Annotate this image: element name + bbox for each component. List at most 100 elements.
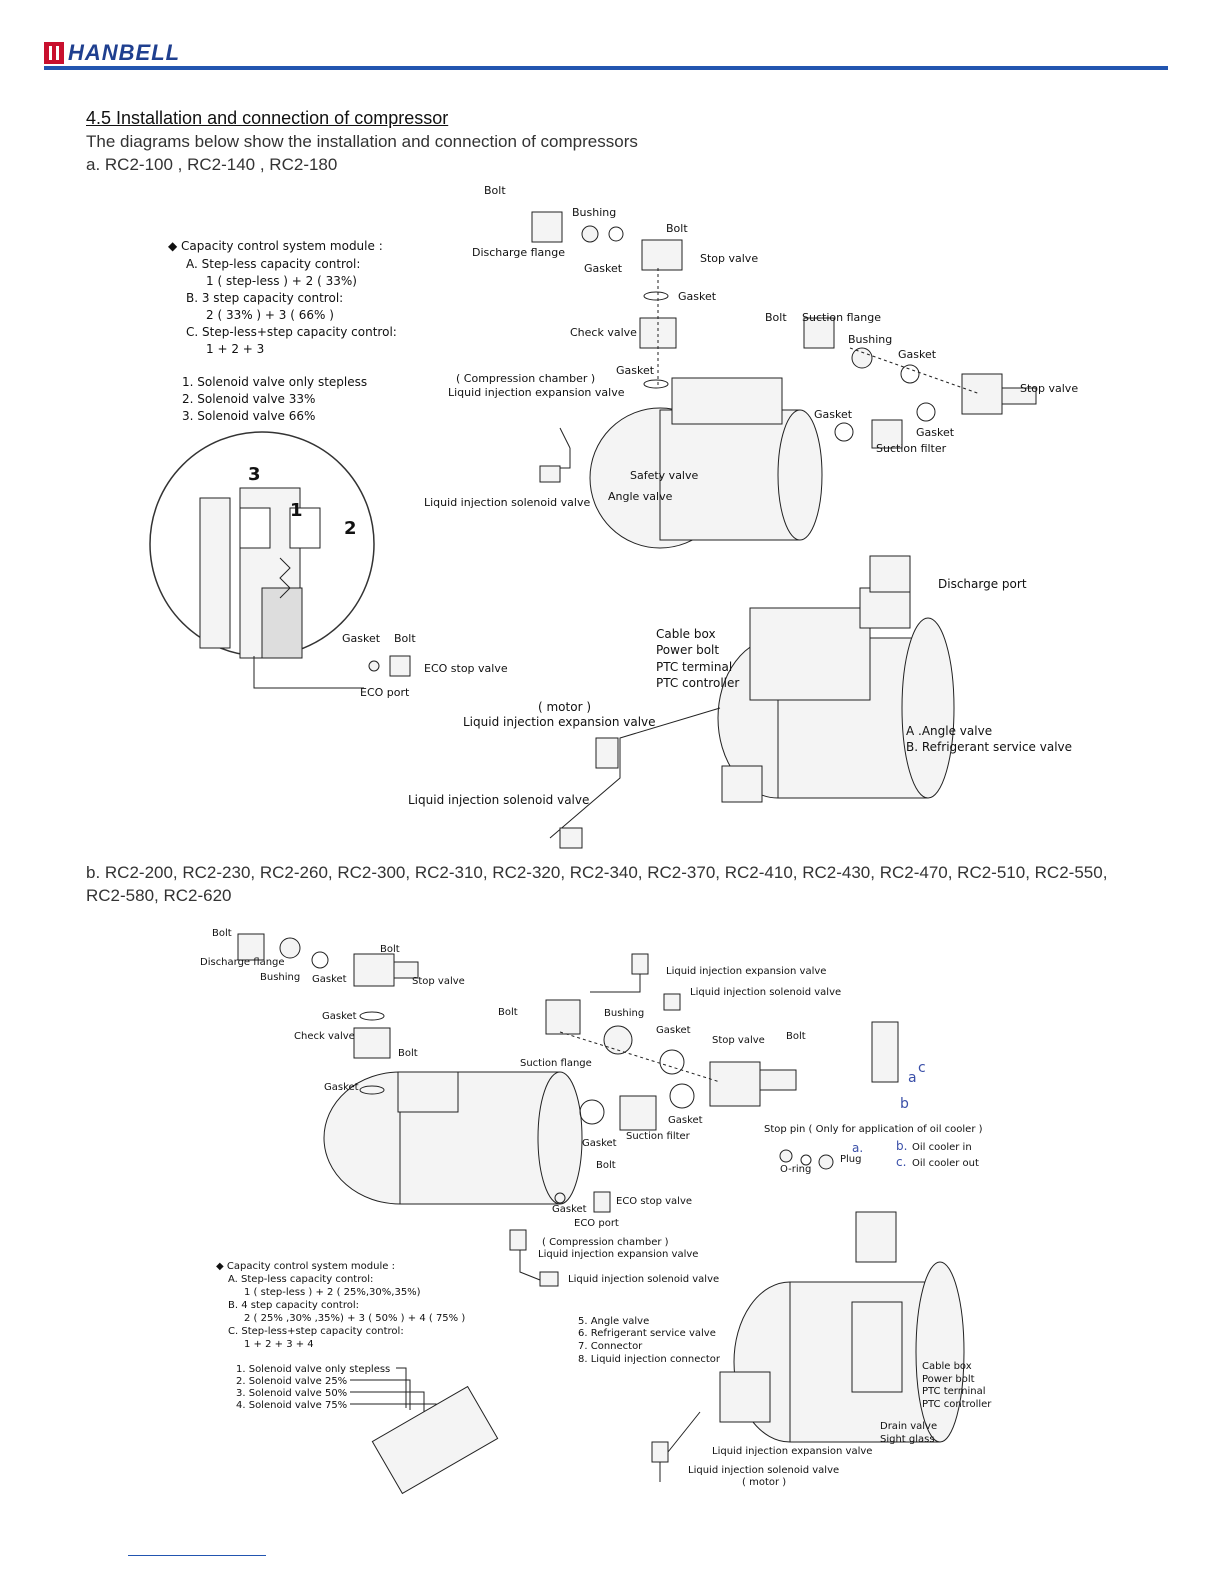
suction-flange-label: Suction flange [802,311,881,324]
logo-mark-icon [44,42,64,64]
lie-valve2-label: Liquid injection expansion valve [538,1249,698,1260]
models-a-heading: a. RC2-100 , RC2-140 , RC2-180 [86,155,338,174]
gasket6-label: Gasket [582,1138,617,1149]
ptc-controller-label: PTC controller [656,676,739,690]
gasket5-label: Gasket [668,1115,703,1126]
lie-valve-label: Liquid injection expansion valve [463,715,656,729]
sv3-label: 3. Solenoid valve 50% [236,1388,347,1399]
lie-valve-label: Liquid injection expansion valve [712,1446,872,1457]
lis-valve-label: Liquid injection solenoid valve [690,987,841,998]
cap-a-value: 1 ( step-less ) + 2 ( 33%) [206,274,357,288]
bushing2-label: Bushing [848,333,892,346]
figure-a-capacity-module: ◆ Capacity control system module : A. St… [168,239,397,423]
figure-a-lower-labels: Discharge port Cable box Power bolt PTC … [408,577,1072,807]
cap-heading: ◆ Capacity control system module : [168,239,383,253]
sv2-label: 2. Solenoid valve 25% [236,1376,347,1387]
compression-chamber-label: ( Compression chamber ) [542,1237,669,1248]
compressor-b-lower [651,1211,965,1482]
section-title: 4.5 Installation and connection of compr… [86,108,449,128]
section-intro: The diagrams below show the installation… [86,132,638,151]
bolt3-label: Bolt [398,1048,418,1059]
solenoid-detail-inset: 3 1 2 Gasket Bolt ECO stop valve ECO por… [149,431,508,699]
gasket1-label: Gasket [312,974,347,985]
power-bolt-label: Power bolt [656,643,719,657]
detail-gasket: Gasket [342,632,381,645]
figure-b-lower-labels: 5. Angle valve 6. Refrigerant service va… [578,1316,992,1488]
gasket6-label: Gasket [916,426,955,439]
gasket1-label: Gasket [584,262,623,275]
gasket3-label: Gasket [324,1082,359,1093]
bolt2-label: Bolt [380,944,400,955]
gasket4-label: Gasket [656,1025,691,1036]
lic-label: 8. Liquid injection connector [578,1354,721,1365]
stop-valve2-label: Stop valve [1020,382,1078,395]
bolt1-label: Bolt [484,184,506,197]
models-b-heading: b. RC2-200, RC2-230, RC2-260, RC2-300, R… [86,863,1108,905]
bushing2-label: Bushing [604,1008,644,1019]
lis-valve-label: Liquid injection solenoid valve [408,793,589,807]
logo-text: HANBELL [68,40,181,65]
brand-logo: HANBELL [44,40,180,66]
suction-filter-label: Suction filter [876,442,947,455]
figure-a-upper-labels: Bolt Bushing Bolt Discharge flange Gaske… [424,184,1078,509]
service-valve-label: 6. Refrigerant service valve [578,1328,716,1339]
angle-valve-label: 5. Angle valve [578,1316,649,1327]
detail-num-2: 2 [344,518,357,539]
lis-valve-label: Liquid injection solenoid valve [424,496,590,509]
tag-c-label: c [918,1060,926,1076]
cap-c-value: 1 + 2 + 3 [206,342,264,356]
cap-b-title: B. 3 step capacity control: [186,291,343,305]
detail-num-1: 1 [290,500,303,521]
letter-b-label: b. [896,1139,907,1153]
bolt4-label: Bolt [498,1007,518,1018]
gasket7-label: Gasket [552,1204,587,1215]
detail-eco-stop: ECO stop valve [424,662,508,675]
detail-bolt: Bolt [394,632,416,645]
header-rule [44,66,1168,70]
suction-filter-label: Suction filter [626,1131,691,1142]
a-title-label: A. Step-less capacity control: [228,1274,373,1285]
heading-label: ◆ Capacity control system module : [216,1261,395,1272]
bolt1-label: Bolt [212,928,232,939]
bolt3-label: Bolt [765,311,787,324]
sv1-label: 1. Solenoid valve only stepless [236,1364,390,1375]
motor-label: ( motor ) [742,1477,786,1488]
gasket2-label: Gasket [322,1011,357,1022]
b-title-label: B. 4 step capacity control: [228,1300,359,1311]
cable-box-label: Cable box [922,1361,972,1372]
ptc-controller-label: PTC controller [922,1399,992,1410]
cap-c-title: C. Step-less+step capacity control: [186,325,397,339]
service-valve-label: B. Refrigerant service valve [906,740,1072,754]
cap-sv1: 1. Solenoid valve only stepless [182,375,367,389]
compressor-b-upper [237,933,899,1287]
cap-a-title: A. Step-less capacity control: [186,257,360,271]
lis-valve-label: Liquid injection solenoid valve [688,1465,839,1476]
oil-in-label: Oil cooler in [912,1142,972,1153]
c-value-label: 1 + 2 + 3 + 4 [244,1339,314,1350]
a-value-label: 1 ( step-less ) + 2 ( 25%,30%,35%) [244,1287,421,1298]
angle-valve-label: A .Angle valve [906,724,992,738]
discharge-flange-label: Discharge flange [200,957,285,968]
gasket5-label: Gasket [814,408,853,421]
motor-label: ( motor ) [538,700,591,714]
sight-glass-label: Sight glass [880,1434,935,1445]
stop-pin-label: Stop pin ( Only for application of oil c… [764,1124,983,1135]
b-value-label: 2 ( 25% ,30% ,35%) + 3 ( 50% ) + 4 ( 75%… [244,1313,465,1324]
tag-a-label: a [908,1070,917,1086]
cable-box-label: Cable box [656,627,716,641]
figure-b-upper-labels: Bolt Discharge flange Bushing Gasket Bol… [200,928,983,1285]
compressor-a-lower [549,555,955,849]
ptc-terminal-label: PTC terminal [656,660,732,674]
bolt5-label: Bolt [786,1031,806,1042]
figure-b-diagram: Bolt Discharge flange Bushing Gasket Bol… [200,928,992,1495]
eco-stop-label: ECO stop valve [616,1196,692,1207]
safety-valve-label: Safety valve [630,469,698,482]
footer-rule [128,1555,266,1556]
plug-label: Plug [840,1154,862,1165]
gasket4-label: Gasket [898,348,937,361]
bolt2-label: Bolt [666,222,688,235]
figure-b-capacity-module: ◆ Capacity control system module : A. St… [216,1261,499,1495]
bushing-label: Bushing [572,206,616,219]
gasket2-label: Gasket [678,290,717,303]
cap-sv3: 3. Solenoid valve 66% [182,409,315,423]
